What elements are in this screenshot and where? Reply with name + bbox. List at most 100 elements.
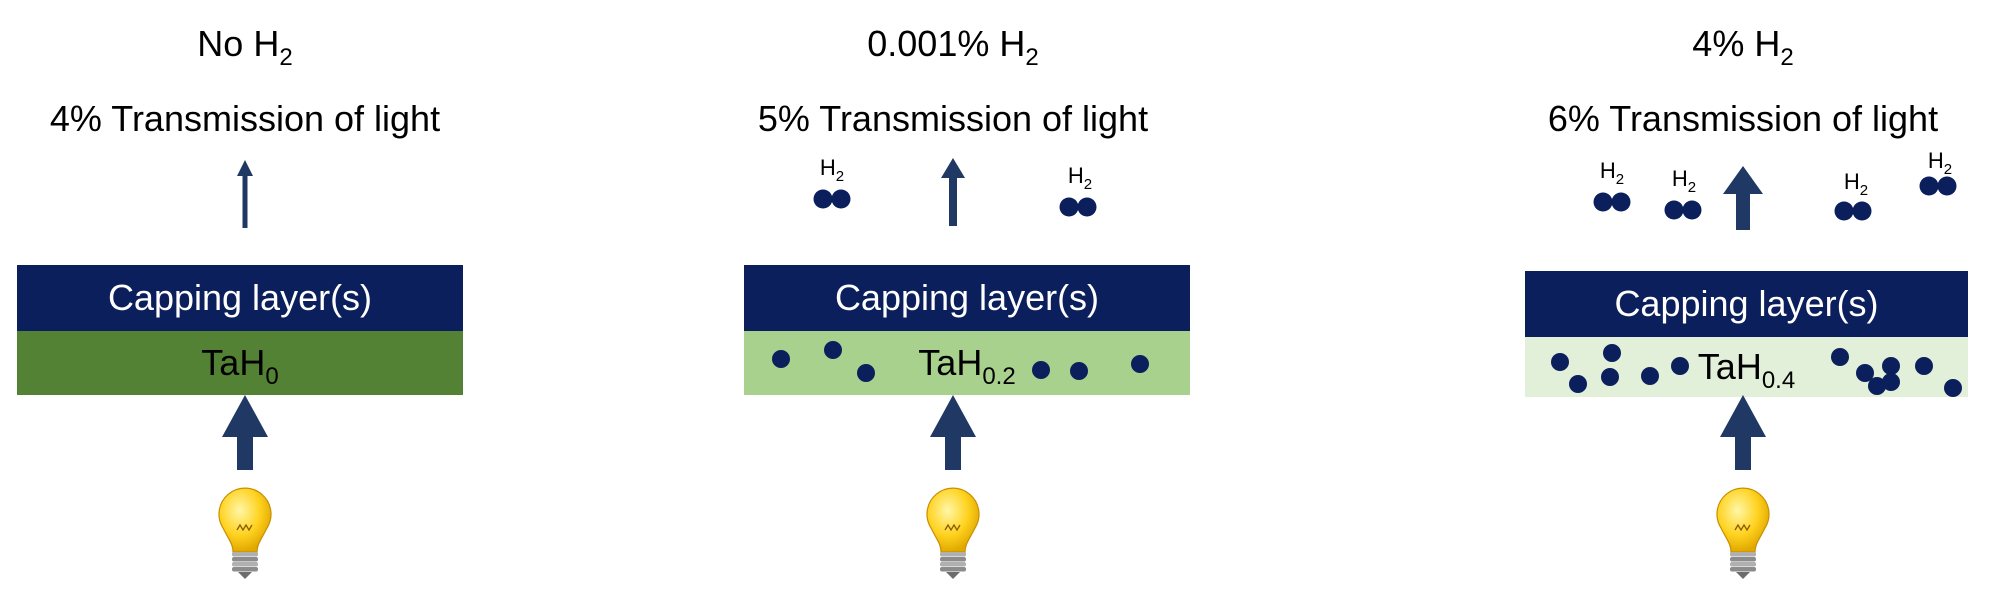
capping-layer-label: Capping layer(s) <box>835 277 1099 318</box>
h-atom-dot-icon <box>1551 353 1569 371</box>
film-label-subscript: 0.2 <box>982 363 1015 390</box>
h2-label-subscript: 2 <box>1860 182 1868 199</box>
h-atom-dot-icon <box>1070 362 1088 380</box>
transmitted-light-arrow-icon-head <box>941 158 965 178</box>
film-label-subscript: 0.4 <box>1762 367 1795 394</box>
transmission-label: 5% Transmission of light <box>758 98 1148 139</box>
h2-molecule-icon: H2 <box>813 155 851 209</box>
light-bulb-icon <box>926 487 980 579</box>
light-bulb-icon <box>218 487 272 579</box>
transmitted-light-arrow-icon-shaft <box>949 177 957 226</box>
gas-concentration-title: 4% H2 <box>1692 23 1793 71</box>
h-atom-dot-icon <box>772 350 790 368</box>
h-atom-dot-icon <box>1603 344 1621 362</box>
transmitted-light-arrow-icon <box>1723 166 1763 230</box>
h2-atom-right <box>831 189 851 209</box>
h-atom-dot-icon <box>1868 377 1886 395</box>
h2-label-main: H <box>1600 158 1616 183</box>
h2-atom-right <box>1077 197 1097 217</box>
film-label: TaH0.4 <box>1698 346 1795 394</box>
gas-concentration-title: No H2 <box>197 23 292 71</box>
h2-atom-left <box>1664 200 1684 220</box>
h2-molecule-icon: H2 <box>1059 163 1097 217</box>
h2-label-subscript: 2 <box>836 168 844 185</box>
gas-concentration-title-subscript: 2 <box>1025 44 1038 71</box>
film-label-main: TaH <box>201 342 265 383</box>
transmitted-light-arrow-icon-shaft <box>242 175 248 228</box>
h2-label: H2 <box>820 155 844 185</box>
h2-atom-left <box>1919 176 1939 196</box>
h2-atom-right <box>1852 201 1872 221</box>
h-atom-dot-icon <box>857 364 875 382</box>
transmitted-light-arrow-icon-shaft <box>1736 193 1750 230</box>
tantalum-hydride-film <box>744 331 1190 395</box>
film-label-subscript: 0 <box>265 363 278 390</box>
h-atom-dot-icon <box>1032 361 1050 379</box>
h2-label-subscript: 2 <box>1688 179 1696 196</box>
h-atom-dot-icon <box>1131 355 1149 373</box>
h-atom-dot-icon <box>1856 364 1874 382</box>
capping-layer-label: Capping layer(s) <box>1614 283 1878 324</box>
light-bulb-icon <box>1716 487 1770 579</box>
gas-concentration-title: 0.001% H2 <box>867 23 1038 71</box>
incident-light-arrow-icon-shaft <box>1735 436 1751 470</box>
h-atom-dot-icon <box>1831 348 1849 366</box>
h2-label-main: H <box>1672 166 1688 191</box>
h-atom-dot-icon <box>1882 357 1900 375</box>
transmission-label: 4% Transmission of light <box>50 98 440 139</box>
incident-light-arrow-icon-head <box>1720 395 1766 437</box>
incident-light-arrow-icon-head <box>222 395 268 437</box>
h2-atom-right <box>1937 176 1957 196</box>
h2-label-subscript: 2 <box>1944 161 1952 178</box>
h2-atom-right <box>1611 192 1631 212</box>
h-atom-dot-icon <box>1944 379 1962 397</box>
h-atom-dot-icon <box>1882 373 1900 391</box>
h2-label: H2 <box>1068 163 1092 193</box>
h2-molecule-icon: H2 <box>1919 148 1957 196</box>
transmitted-light-arrow-icon-head <box>237 160 253 176</box>
h2-atom-left <box>1593 192 1613 212</box>
h-atom-dot-icon <box>1641 367 1659 385</box>
h2-molecule-icon: H2 <box>1834 169 1872 221</box>
h-atom-dot-icon <box>824 341 842 359</box>
h2-label: H2 <box>1600 158 1624 188</box>
incident-light-arrow-icon <box>222 395 268 470</box>
incident-light-arrow-icon <box>930 395 976 470</box>
film-label-main: TaH <box>918 342 982 383</box>
h2-label-main: H <box>1068 163 1084 188</box>
incident-light-arrow-icon-head <box>930 395 976 437</box>
transmitted-light-arrow-icon <box>237 160 253 228</box>
h-atom-dot-icon <box>1915 357 1933 375</box>
h2-atom-left <box>1834 201 1854 221</box>
film-label: TaH0 <box>201 342 278 390</box>
h2-molecule-icon: H2 <box>1593 158 1631 212</box>
gas-concentration-title-subscript: 2 <box>1780 44 1793 71</box>
h-atom-dot-icon <box>1569 375 1587 393</box>
h2-label-main: H <box>820 155 836 180</box>
capping-layer <box>744 265 1190 331</box>
incident-light-arrow-icon-shaft <box>945 436 961 470</box>
h2-label-subscript: 2 <box>1616 171 1624 188</box>
h-atom-dot-icon <box>1601 368 1619 386</box>
incident-light-arrow-icon <box>1720 395 1766 470</box>
h2-label-main: H <box>1844 169 1860 194</box>
h2-label-main: H <box>1928 148 1944 173</box>
h2-atom-right <box>1682 200 1702 220</box>
film-label: TaH0.2 <box>918 342 1015 390</box>
h2-label: H2 <box>1844 169 1868 199</box>
gas-concentration-title-main: 4% H <box>1692 23 1780 64</box>
h2-atom-left <box>1059 197 1079 217</box>
transmission-label: 6% Transmission of light <box>1548 98 1938 139</box>
capping-layer-label: Capping layer(s) <box>108 277 372 318</box>
h2-label-subscript: 2 <box>1084 176 1092 193</box>
gas-concentration-title-main: 0.001% H <box>867 23 1025 64</box>
incident-light-arrow-icon-shaft <box>237 436 253 470</box>
h2-molecule-icon: H2 <box>1664 166 1702 220</box>
h2-label: H2 <box>1928 148 1952 178</box>
h2-atom-left <box>813 189 833 209</box>
gas-concentration-title-subscript: 2 <box>279 44 292 71</box>
